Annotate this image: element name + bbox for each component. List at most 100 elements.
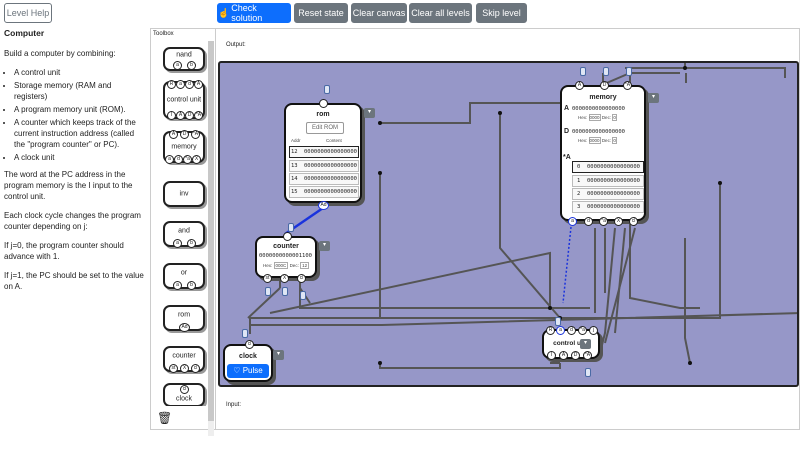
tool-label: inv [179, 190, 189, 198]
wire [684, 238, 691, 364]
pin[interactable]: st [263, 274, 272, 283]
pin[interactable]: j [589, 326, 598, 335]
rom-address-pin[interactable]: Ad [318, 201, 329, 210]
toolbox-scrollbar[interactable] [208, 41, 214, 436]
pin[interactable]: X [280, 274, 289, 283]
table-row: 14 0000000000000000 [289, 173, 359, 185]
pin[interactable]: a [165, 155, 174, 164]
column-header: Addr [291, 138, 301, 143]
pin[interactable]: d [174, 155, 183, 164]
edit-rom-button[interactable]: Edit ROM [306, 122, 344, 134]
pin[interactable]: *A [623, 81, 632, 90]
counter-component[interactable]: counter 0000000000001100 Hex: 000C Dec: … [255, 232, 317, 283]
pin[interactable]: a [173, 239, 182, 248]
bus-width-tag [585, 368, 591, 377]
pulse-button[interactable]: ♡ Pulse [227, 364, 269, 378]
junction-dot [498, 111, 502, 115]
heart-icon: ♡ [233, 366, 241, 375]
tool-control-unit[interactable]: R a d A control unit I A D *A [163, 80, 205, 120]
pin[interactable]: a [173, 61, 182, 70]
pin[interactable]: X [180, 364, 189, 373]
pin[interactable]: cl [629, 217, 638, 226]
thumbs-up-icon: ☝ [218, 7, 230, 18]
pin[interactable]: a [568, 217, 577, 226]
pin[interactable]: a [176, 80, 185, 89]
trash-icon[interactable]: 🗑 [157, 411, 173, 425]
pin[interactable]: *A [583, 351, 592, 360]
pin[interactable]: a [556, 326, 565, 335]
pin[interactable]: cl [245, 340, 254, 349]
pin[interactable]: b [187, 239, 196, 248]
clear-canvas-button[interactable]: Clear canvas [351, 3, 407, 23]
counter-menu-button[interactable]: ▾ [319, 241, 330, 251]
input-label: Input: [226, 402, 242, 408]
toolbox-list: nand a b R a d A control unit I A D *A A… [153, 41, 215, 406]
rom-component[interactable]: rom Edit ROM Addr Content 12 00000000000… [284, 99, 362, 210]
pin[interactable] [319, 99, 328, 108]
pin[interactable]: R [546, 326, 555, 335]
tool-inv[interactable]: inv [163, 181, 205, 207]
memory-component[interactable]: A D *A memory A 0000000000000000 Hex: 00… [560, 81, 646, 226]
tool-clock[interactable]: cl clock [163, 383, 205, 406]
pin[interactable]: R [167, 80, 176, 89]
pin[interactable]: A [169, 130, 178, 139]
pin[interactable]: A [575, 81, 584, 90]
pin[interactable]: *a [183, 155, 192, 164]
tool-nand[interactable]: nand a b [163, 47, 205, 71]
pin[interactable]: a [173, 281, 182, 290]
list-item: A counter which keeps track of the curre… [14, 117, 146, 150]
paragraph: Each clock cycle changes the program cou… [4, 211, 141, 231]
tool-memory[interactable]: A D *A memory a d *a X [163, 130, 205, 164]
pin[interactable]: cl [297, 274, 306, 283]
junction-dot [378, 361, 382, 365]
level-help-button[interactable]: Level Help [4, 3, 52, 23]
register-d-value: 0000000000000000 [572, 129, 625, 135]
clock-component[interactable]: cl clock ♡ Pulse [223, 340, 273, 382]
tool-counter[interactable]: counter st X cl [163, 346, 205, 373]
reset-state-button[interactable]: Reset state [294, 3, 348, 23]
pin[interactable]: I [167, 111, 176, 120]
pin[interactable]: A [194, 80, 203, 89]
pin[interactable]: X [192, 155, 201, 164]
pin[interactable]: *a [599, 217, 608, 226]
register-d-hex-dec: Hex: 0000 Dec: 0 [578, 137, 617, 144]
tool-label: nand [176, 51, 192, 59]
pin[interactable]: d [185, 80, 194, 89]
tool-and[interactable]: and a b [163, 221, 205, 248]
clear-all-levels-button[interactable]: Clear all levels [409, 3, 472, 23]
tool-or[interactable]: or a b [163, 263, 205, 290]
pin[interactable]: D [180, 130, 189, 139]
pin[interactable]: D [185, 111, 194, 120]
pin[interactable]: *A [194, 111, 203, 120]
pin[interactable]: D [571, 351, 580, 360]
clock-menu-button[interactable]: ▾ [273, 350, 284, 360]
pin[interactable]: Ad [179, 323, 190, 332]
pin[interactable] [283, 232, 292, 241]
junction-dot [718, 181, 722, 185]
pin[interactable]: st [169, 364, 178, 373]
pin[interactable]: cl [180, 385, 189, 394]
scrollbar-thumb[interactable] [208, 41, 214, 421]
check-solution-button[interactable]: ☝ Check solution [217, 3, 291, 23]
pin[interactable]: d [584, 217, 593, 226]
tool-rom[interactable]: rom Ad [163, 305, 205, 332]
control-unit-component[interactable]: R a d *a j control unit I A D *A [542, 326, 600, 360]
pin[interactable]: D [600, 81, 609, 90]
control-unit-menu-button[interactable]: ▾ [580, 339, 591, 349]
pin[interactable]: I [547, 351, 556, 360]
pin[interactable]: A [559, 351, 568, 360]
skip-level-button[interactable]: Skip level [476, 3, 527, 23]
pin[interactable]: *a [578, 326, 587, 335]
intro-text: Build a computer by combining: [4, 49, 116, 58]
pin[interactable]: cl [191, 364, 200, 373]
rom-menu-button[interactable]: ▾ [364, 108, 375, 118]
tool-label: clock [176, 395, 192, 403]
pin[interactable]: *A [191, 130, 200, 139]
circuit-canvas[interactable]: rom Edit ROM Addr Content 12 00000000000… [218, 61, 799, 387]
pin[interactable]: A [176, 111, 185, 120]
pin[interactable]: b [187, 281, 196, 290]
memory-menu-button[interactable]: ▾ [648, 93, 659, 103]
pin[interactable]: d [567, 326, 576, 335]
pin[interactable]: X [614, 217, 623, 226]
pin[interactable]: b [187, 61, 196, 70]
